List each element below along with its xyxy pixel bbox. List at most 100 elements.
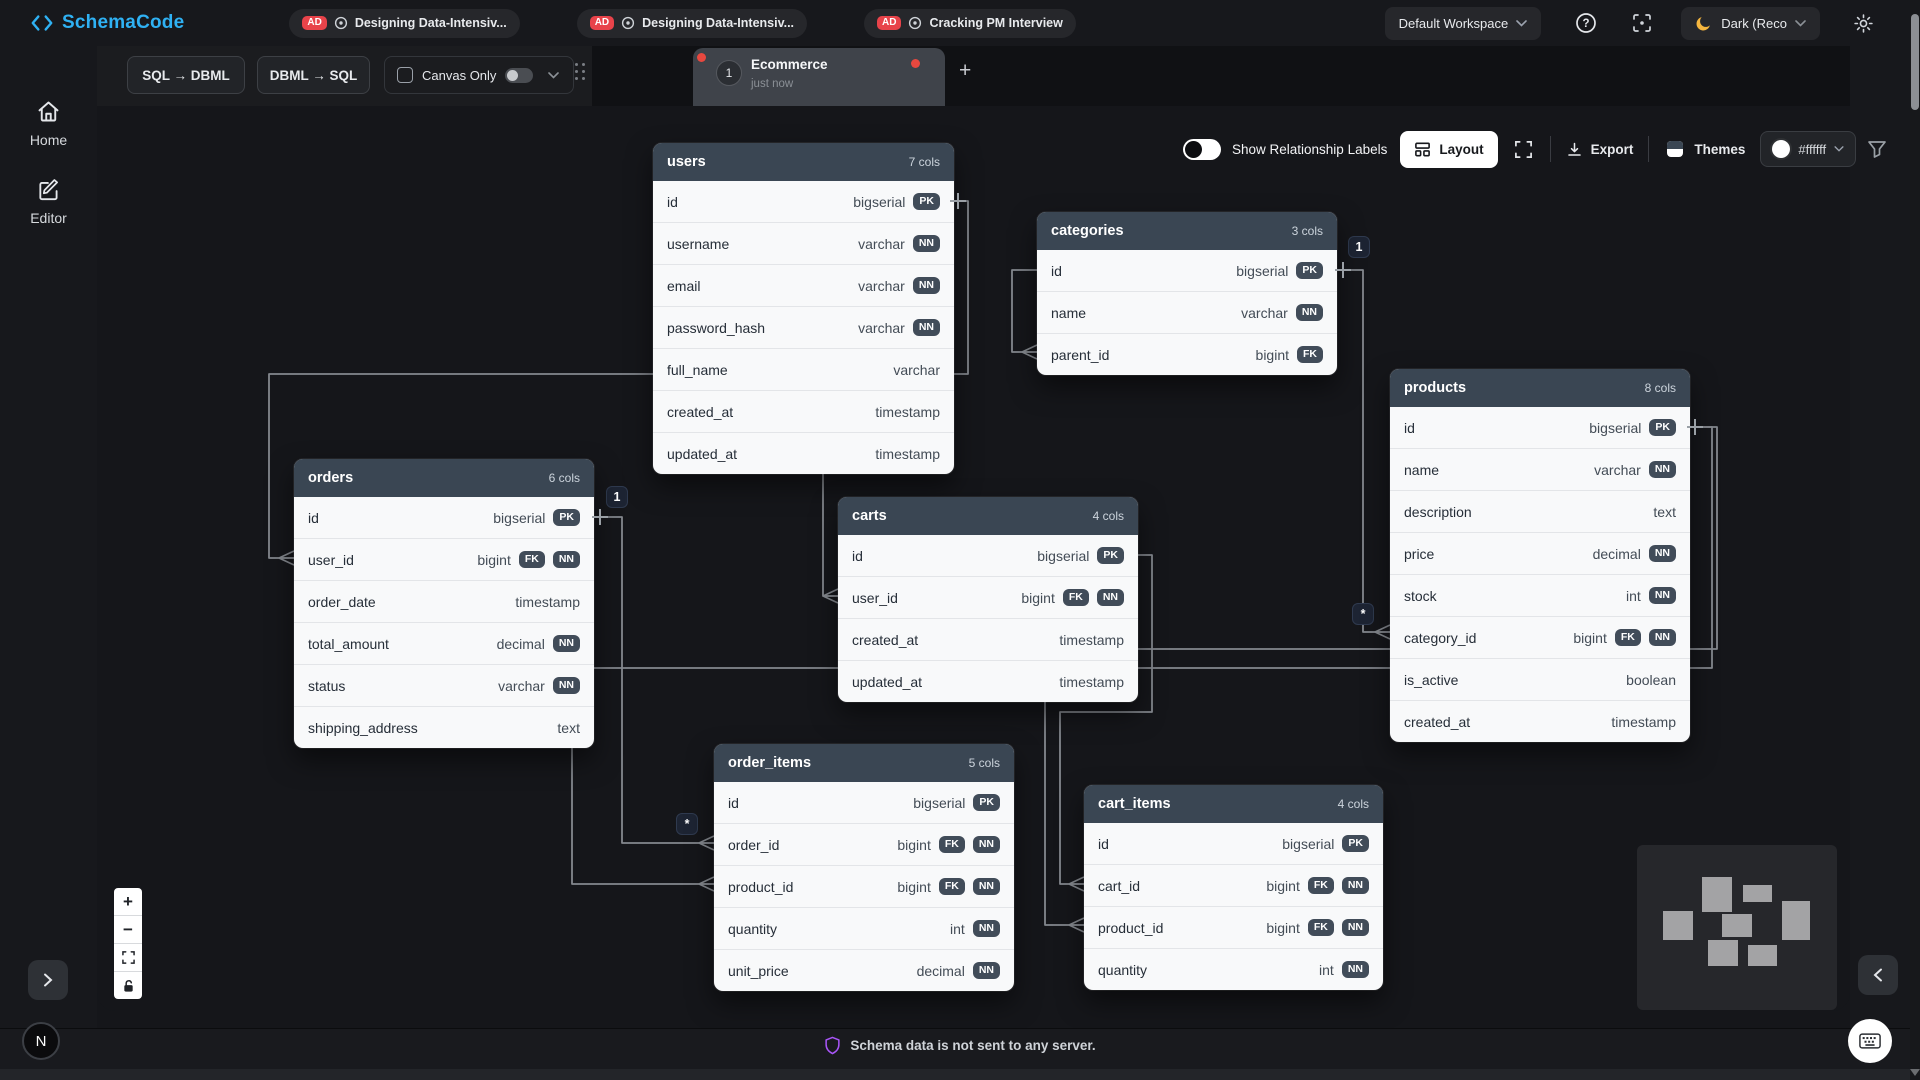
table-color-picker[interactable]: #ffffff bbox=[1760, 131, 1857, 167]
canvas-only-toggle[interactable] bbox=[505, 67, 534, 83]
tab-subtitle: just now bbox=[751, 78, 794, 90]
layout-button[interactable]: Layout bbox=[1400, 130, 1498, 168]
column-type: bigserial bbox=[1037, 547, 1090, 564]
screenshot-button[interactable] bbox=[1625, 6, 1659, 40]
scrollbar-thumb[interactable] bbox=[1911, 14, 1919, 110]
sql-to-dbml-button[interactable]: SQL → DBML bbox=[127, 56, 245, 94]
key-badge: NN bbox=[552, 635, 580, 652]
chevron-left-icon bbox=[1873, 968, 1882, 982]
app-logo[interactable]: SchemaCode bbox=[30, 12, 184, 34]
minimap[interactable] bbox=[1637, 845, 1837, 1010]
minimap-table-block bbox=[1782, 901, 1810, 940]
theme-selector[interactable]: Dark (Reco bbox=[1681, 6, 1820, 40]
themes-button[interactable]: Themes bbox=[1660, 138, 1749, 160]
filter-button[interactable] bbox=[1866, 138, 1888, 160]
key-badge: NN bbox=[1648, 461, 1676, 478]
dbml-to-sql-button[interactable]: DBML → SQL bbox=[257, 56, 370, 94]
collapse-panel-button[interactable] bbox=[1858, 955, 1898, 995]
column-type: varchar bbox=[858, 319, 905, 336]
sidebar-item-home[interactable]: Home bbox=[0, 98, 97, 148]
schema-tab-ecommerce[interactable]: 1 Ecommerce just now bbox=[693, 48, 945, 106]
new-tab-button[interactable]: + bbox=[959, 59, 972, 82]
column-type: bigserial bbox=[1236, 262, 1289, 279]
workspace-selector[interactable]: Default Workspace bbox=[1384, 6, 1542, 40]
drag-handle[interactable] bbox=[575, 63, 586, 81]
column-name: id bbox=[1404, 419, 1415, 436]
chevron-down-icon[interactable] bbox=[548, 71, 560, 79]
export-button[interactable]: Export bbox=[1562, 141, 1638, 158]
settings-button[interactable] bbox=[1846, 6, 1880, 40]
sidebar-expand-button[interactable] bbox=[28, 960, 68, 1000]
keyboard-shortcuts-button[interactable] bbox=[1848, 1019, 1892, 1063]
zoom-in-button[interactable]: + bbox=[123, 891, 133, 911]
canvas-only-checkbox[interactable] bbox=[397, 67, 413, 83]
user-avatar[interactable]: N bbox=[22, 1022, 60, 1060]
help-button[interactable]: ? bbox=[1569, 6, 1603, 40]
scrollbar-down-arrow[interactable] bbox=[1910, 1069, 1920, 1076]
page-scrollbar[interactable] bbox=[1910, 0, 1920, 1080]
fit-view-button[interactable] bbox=[114, 943, 142, 971]
column-type: int bbox=[950, 920, 965, 937]
column-type: bigserial bbox=[1282, 835, 1335, 852]
sidebar-item-editor[interactable]: Editor bbox=[0, 177, 97, 226]
fullscreen-button[interactable] bbox=[1509, 132, 1539, 166]
relationship-labels-toggle[interactable] bbox=[1183, 138, 1221, 160]
lock-button[interactable] bbox=[114, 971, 142, 999]
zoom-out-button[interactable]: − bbox=[114, 915, 142, 943]
